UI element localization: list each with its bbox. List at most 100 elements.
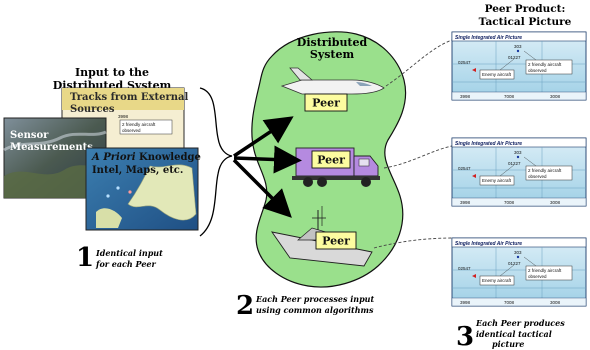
peer-label-2: Peer xyxy=(317,154,345,167)
picture-foot-1: 3998 xyxy=(460,94,471,99)
picture-foot-1: 3998 xyxy=(460,200,471,205)
picture-leader-line xyxy=(499,164,515,177)
picture-foot-1: 3998 xyxy=(460,300,471,305)
picture-friendly-line2: observed xyxy=(528,174,547,179)
picture-friendly-line1: 2 friendly aircraft xyxy=(528,268,562,273)
picture-enemy-label: Enemy aircraft xyxy=(482,278,512,283)
step-3-line3: picture xyxy=(492,339,524,349)
picture-foot-2: 7008 xyxy=(504,200,515,205)
step-3-number: 3 xyxy=(456,322,474,350)
picture-leader-line xyxy=(499,58,515,71)
arrow-to-truck xyxy=(233,145,302,174)
picture-footer xyxy=(451,197,587,207)
picture-foot-3: 3008 xyxy=(550,200,561,205)
tactical-pictures: Single Integrated Air Picture 303 01227 025… xyxy=(451,31,587,307)
picture-num-top: 303 xyxy=(514,250,522,255)
picture-leader-line xyxy=(523,256,537,267)
picture-title: Single Integrated Air Picture xyxy=(455,241,522,247)
friendly-box xyxy=(525,59,573,75)
peer-box-1 xyxy=(304,93,348,112)
friendly-marker-icon xyxy=(516,49,520,53)
picture-foot-3: 3008 xyxy=(550,300,561,305)
tracks-card-note-line2: observed xyxy=(122,128,141,133)
picture-num-mid: 01227 xyxy=(508,261,521,266)
step-1-number: 1 xyxy=(76,243,94,273)
connector-jet xyxy=(385,39,453,87)
step-1-line1: Identical input xyxy=(95,248,163,258)
step-2-number: 2 xyxy=(236,291,254,321)
sensor-card-line1: Sensor xyxy=(10,130,49,141)
step-2: 2 Each Peer processes input using common… xyxy=(236,291,374,321)
input-arrows xyxy=(232,116,302,218)
enemy-marker-icon xyxy=(472,174,476,178)
picture-titlebar xyxy=(451,31,587,42)
picture-titlebar xyxy=(451,137,587,148)
apriori-card-line2: Intel, Maps, etc. xyxy=(92,165,183,176)
peer-label-1: Peer xyxy=(312,97,340,110)
friendly-box xyxy=(525,165,573,181)
tracks-card-num1: 3998 xyxy=(118,114,129,119)
friendly-box xyxy=(525,265,573,281)
picture-enemy-label: Enemy aircraft xyxy=(482,178,512,183)
step-3-line2: identical tactical xyxy=(476,329,552,339)
picture-num-left: 02547 xyxy=(458,166,471,171)
tracks-card-line2: Sources xyxy=(70,104,115,115)
enemy-box xyxy=(479,69,515,80)
picture-titlebar xyxy=(451,237,587,248)
enemy-box xyxy=(479,175,515,186)
picture-num-top: 303 xyxy=(514,150,522,155)
sensor-card-line2: Measurements xyxy=(10,142,93,153)
enemy-marker-icon xyxy=(472,274,476,278)
picture-enemy-label: Enemy aircraft xyxy=(482,72,512,77)
enemy-marker-icon xyxy=(472,68,476,72)
picture-num-top: 303 xyxy=(514,44,522,49)
tactical-picture-2: Single Integrated Air Picture 303 01227 025… xyxy=(451,137,587,207)
truck-icon xyxy=(292,147,380,187)
picture-foot-2: 7008 xyxy=(504,300,515,305)
picture-leader-line xyxy=(523,50,537,61)
picture-friendly-line2: observed xyxy=(528,68,547,73)
product-title-line2: Tactical Picture xyxy=(479,16,572,28)
product-title-line1: Peer Product: xyxy=(485,3,566,15)
step-2-line1: Each Peer processes input xyxy=(255,294,374,304)
picture-footer xyxy=(451,297,587,307)
input-brace xyxy=(199,87,233,237)
output-connectors xyxy=(373,39,455,249)
peer-box-2 xyxy=(311,150,351,169)
arrow-to-jet xyxy=(233,116,294,158)
step-1-line2: for each Peer xyxy=(95,259,157,269)
picture-num-mid: 01227 xyxy=(508,161,521,166)
apriori-card-line1-italic: A Priori xyxy=(91,152,136,163)
enemy-box xyxy=(479,275,515,286)
apriori-card-line1: A Priori Knowledge xyxy=(91,152,201,163)
step-3: 3 Each Peer produces identical tactical … xyxy=(456,318,565,350)
tactical-picture-3: Single Integrated Air Picture 303 01227 025… xyxy=(451,237,587,307)
picture-foot-2: 7008 xyxy=(504,94,515,99)
apriori-card-line1-rest: Knowledge xyxy=(136,152,201,163)
picture-title: Single Integrated Air Picture xyxy=(455,141,522,147)
picture-title: Single Integrated Air Picture xyxy=(455,35,522,41)
picture-foot-3: 3008 xyxy=(550,94,561,99)
connector-truck xyxy=(383,145,453,169)
tracks-card-line1: Tracks from External xyxy=(70,92,188,103)
picture-friendly-line1: 2 friendly aircraft xyxy=(528,168,562,173)
picture-leader-line xyxy=(499,264,515,277)
picture-friendly-line1: 2 friendly aircraft xyxy=(528,62,562,67)
step-2-line2: using common algorithms xyxy=(256,305,374,315)
peer-box-3 xyxy=(315,231,357,250)
friendly-marker-icon xyxy=(516,255,520,259)
system-title-line2: System xyxy=(310,48,355,61)
input-heading-line1: Input to the xyxy=(75,66,149,79)
step-1: 1 Identical input for each Peer xyxy=(76,243,163,273)
step-3-line1: Each Peer produces xyxy=(475,318,565,328)
apriori-card: A Priori Knowledge Intel, Maps, etc. xyxy=(85,147,201,231)
picture-num-left: 02547 xyxy=(458,266,471,271)
friendly-marker-icon xyxy=(516,155,520,159)
tracks-card-note-line1: 2 friendly aircraft xyxy=(122,122,156,127)
system-title-line1: Distributed xyxy=(297,36,368,49)
picture-friendly-line2: observed xyxy=(528,274,547,279)
arrow-to-ship xyxy=(232,158,292,218)
tactical-picture-1: Single Integrated Air Picture30301227025… xyxy=(451,31,587,101)
peer-label-3: Peer xyxy=(322,235,350,248)
